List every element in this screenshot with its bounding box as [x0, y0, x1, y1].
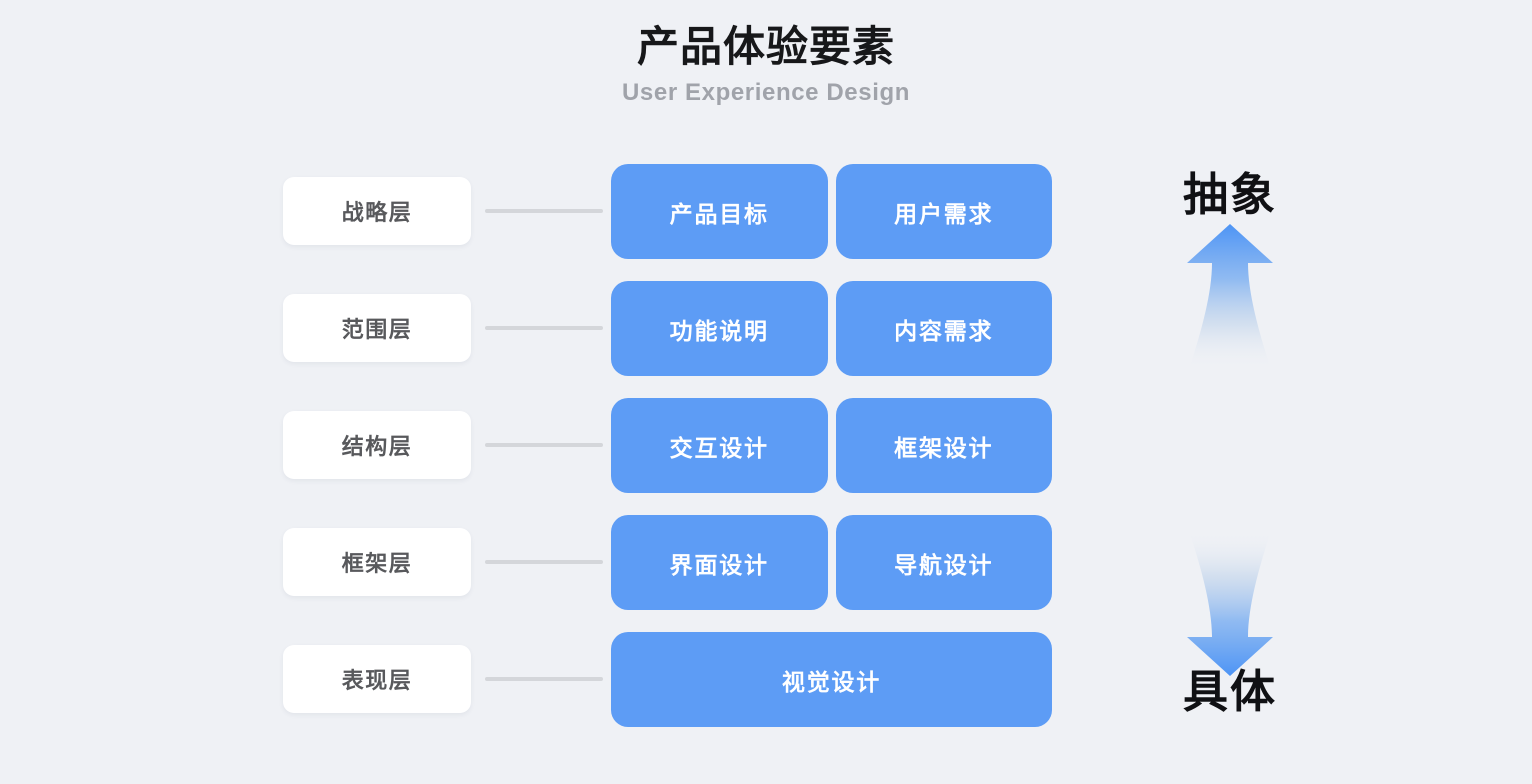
layer-label-card-structure[interactable]: 结构层 [283, 411, 471, 479]
element-card-text: 视觉设计 [781, 668, 882, 695]
connector-line [485, 209, 603, 213]
layer-row-structure: 结构层 交互设计 框架设计 [0, 398, 1532, 493]
header: 产品体验要素 User Experience Design [0, 22, 1532, 107]
element-card-text: 界面设计 [669, 551, 769, 578]
element-card-text: 交互设计 [669, 434, 769, 461]
element-card[interactable]: 交互设计 [611, 398, 828, 493]
layer-label-text: 框架层 [341, 551, 413, 576]
layer-cards-scope: 功能说明 内容需求 [611, 281, 1052, 376]
element-card-text: 导航设计 [894, 551, 994, 578]
layer-label-text: 战略层 [341, 200, 413, 225]
element-card-text: 用户需求 [894, 200, 994, 227]
layer-label-text: 结构层 [341, 434, 413, 459]
element-card-text: 功能说明 [669, 317, 769, 344]
element-card[interactable]: 功能说明 [611, 281, 828, 376]
layer-cards-surface: 视觉设计 [611, 632, 1052, 727]
axis-label-concrete: 具体 [1182, 666, 1277, 717]
element-card-text: 框架设计 [894, 434, 994, 461]
connector-line [485, 443, 603, 447]
connector-line [485, 560, 603, 564]
layer-label-card-scope[interactable]: 范围层 [283, 294, 471, 362]
element-card[interactable]: 导航设计 [835, 515, 1052, 610]
connector-line [485, 326, 603, 330]
page-subtitle: User Experience Design [622, 78, 910, 106]
connector-line [485, 677, 603, 681]
layer-cards-strategy: 产品目标 用户需求 [611, 164, 1052, 259]
layer-cards-structure: 交互设计 框架设计 [611, 398, 1052, 493]
element-card[interactable]: 用户需求 [835, 164, 1052, 259]
element-card[interactable]: 产品目标 [611, 164, 828, 259]
axis-label-abstract: 抽象 [1182, 169, 1277, 220]
element-card-text: 内容需求 [894, 317, 994, 344]
element-card[interactable]: 内容需求 [835, 281, 1052, 376]
ux-layers-diagram: 战略层 产品目标 用户需求 范围层 功能说明 内容需求 结构 [0, 160, 1532, 760]
element-card[interactable]: 框架设计 [835, 398, 1052, 493]
layer-label-card-surface[interactable]: 表现层 [283, 645, 471, 713]
arrow-up-icon [1140, 222, 1320, 372]
layer-row-surface: 表现层 视觉设计 [0, 632, 1532, 727]
arrow-down-icon [1140, 528, 1320, 678]
layer-row-strategy: 战略层 产品目标 用户需求 [0, 164, 1532, 259]
layer-row-scope: 范围层 功能说明 内容需求 [0, 281, 1532, 376]
page-title: 产品体验要素 [636, 23, 895, 70]
element-card[interactable]: 界面设计 [611, 515, 828, 610]
layer-row-skeleton: 框架层 界面设计 导航设计 [0, 515, 1532, 610]
layer-label-card-skeleton[interactable]: 框架层 [283, 528, 471, 596]
element-card[interactable]: 视觉设计 [611, 632, 1052, 727]
layer-cards-skeleton: 界面设计 导航设计 [611, 515, 1052, 610]
layer-label-text: 表现层 [341, 668, 413, 693]
element-card-text: 产品目标 [669, 200, 769, 227]
layer-label-text: 范围层 [341, 317, 413, 342]
layer-label-card-strategy[interactable]: 战略层 [283, 177, 471, 245]
abstraction-axis: 抽象 [1140, 0, 1320, 784]
